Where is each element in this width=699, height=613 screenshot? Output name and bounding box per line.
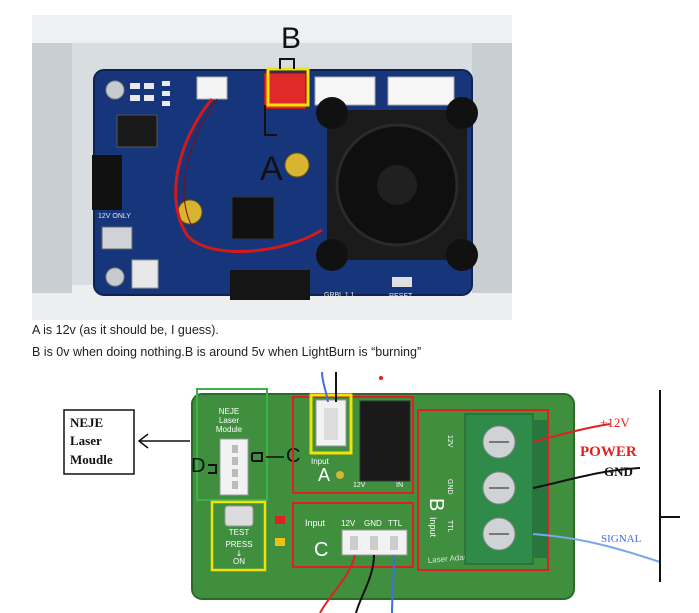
caption-line-2: B is 0v when doing nothing.B is around 5… xyxy=(32,345,422,359)
dc-jack xyxy=(359,400,411,482)
marker-a: A xyxy=(260,150,283,188)
test-label-1: TEST xyxy=(229,528,250,537)
input-a-highlight xyxy=(292,396,414,494)
input-b-label: Input xyxy=(428,517,438,538)
input-b-pin-gnd: GND xyxy=(446,479,453,495)
input-b-letter: B xyxy=(425,498,447,511)
input-c-label: Input xyxy=(305,518,326,528)
signal-label: SIGNAL xyxy=(601,533,642,545)
wiring-diagram: NEJE Laser Moudle Laser Adapter V1.0 NEJ… xyxy=(0,372,699,613)
neje-box-line-2: Laser xyxy=(70,433,102,448)
test-label-3: ON xyxy=(233,557,245,566)
board-photo-drawing: B A 12V ONLY xyxy=(32,15,512,320)
module-area-highlight xyxy=(196,388,268,501)
test-button xyxy=(224,505,254,527)
input-c-pin-ttl: TTL xyxy=(388,519,403,528)
input-b-pin-12v: 12V xyxy=(446,435,453,448)
wiring-diagram-drawing: NEJE Laser Moudle Laser Adapter V1.0 NEJ… xyxy=(63,372,680,613)
module-label-1: NEJE xyxy=(219,407,239,416)
neje-box-line-3: Moudle xyxy=(70,452,113,467)
test-arrow: ↓ xyxy=(236,549,243,558)
input-a-label: Input xyxy=(311,457,330,466)
caption-line-1: A is 12v (as it should be, I guess). xyxy=(32,323,219,337)
highlight-b-box xyxy=(266,67,310,107)
input-c-letter: C xyxy=(314,539,328,561)
input-b-pin-ttl: TTL xyxy=(446,520,453,533)
module-label-2: Laser xyxy=(219,416,239,425)
input-a-letter: A xyxy=(318,465,330,485)
input-a-yellow-highlight xyxy=(309,393,353,455)
input-b-highlight xyxy=(417,409,549,571)
test-label-2: PRESS xyxy=(225,540,252,549)
module-label-3: Module xyxy=(216,425,243,434)
power-label: POWER xyxy=(580,444,637,460)
marker-b: B xyxy=(281,22,301,55)
input-a-pin-12v: 12V xyxy=(353,482,366,489)
label-12v-only: 12V ONLY xyxy=(98,213,131,220)
power-plus-label: +12V xyxy=(600,415,630,430)
input-c-pin-gnd: GND xyxy=(364,519,382,528)
gnd-label: GND xyxy=(604,464,633,479)
input-c-pin-12v: 12V xyxy=(341,519,356,528)
input-c-highlight xyxy=(292,502,414,568)
label-grbl: GRBL 1.1 xyxy=(324,292,355,299)
red-connector xyxy=(263,72,307,110)
test-button-highlight xyxy=(210,500,267,572)
neje-box-line-1: NEJE xyxy=(70,415,103,430)
mcu-chip xyxy=(231,196,275,240)
input-a-pin-in: IN xyxy=(396,482,403,489)
controller-board-photo: B A 12V ONLY xyxy=(32,15,512,320)
label-reset: RESET xyxy=(389,293,413,300)
marker-d: D xyxy=(191,455,205,477)
neje-laser-box xyxy=(63,409,135,475)
